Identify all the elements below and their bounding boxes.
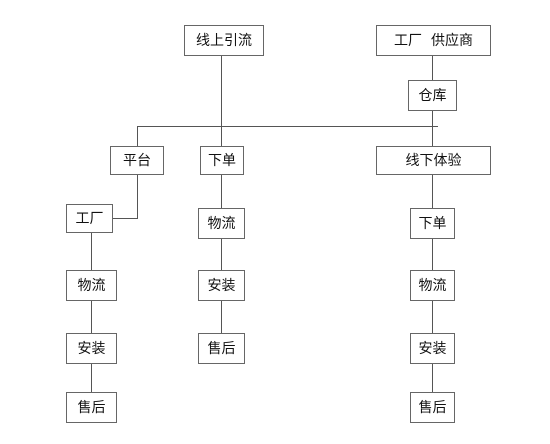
node-order-right: 下单 — [410, 208, 455, 239]
node-order-center: 下单 — [200, 146, 244, 175]
node-install-center: 安装 — [198, 270, 245, 301]
node-aftersale-left: 售后 — [66, 392, 117, 423]
node-aftersale-center: 售后 — [198, 333, 245, 364]
node-platform: 平台 — [110, 146, 164, 175]
node-logistics-left: 物流 — [66, 270, 117, 301]
node-install-right: 安装 — [410, 333, 455, 364]
node-factory-left: 工厂 — [66, 204, 113, 233]
node-factory-supplier: 工厂 供应商 — [376, 25, 491, 56]
node-warehouse: 仓库 — [408, 80, 457, 111]
connector-platform-to-factory — [113, 175, 138, 219]
node-install-left: 安装 — [66, 333, 117, 364]
node-aftersale-right: 售后 — [410, 392, 455, 423]
node-logistics-right: 物流 — [410, 270, 455, 301]
node-logistics-center: 物流 — [198, 208, 245, 239]
node-online-traffic: 线上引流 — [184, 25, 264, 56]
node-offline-experience: 线下体验 — [376, 146, 491, 175]
